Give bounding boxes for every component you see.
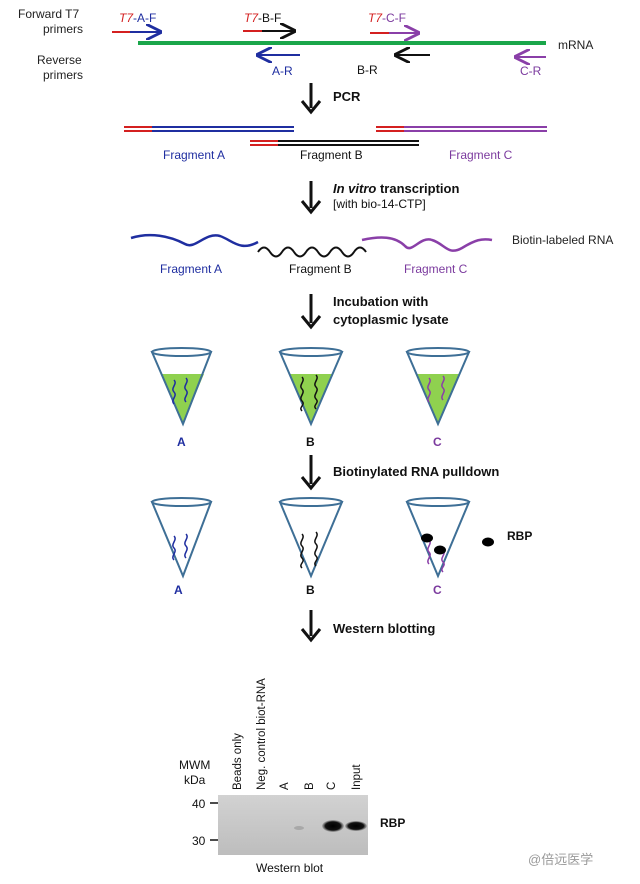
blot-band-input [345,821,367,831]
rbp-legend-label: RBP [507,529,532,543]
primer-a-forward-label: T7-A-F [119,11,156,25]
pulldown-tube-b-label: B [306,583,315,597]
biotin-labeled-rna-label: Biotin-labeled RNA [512,233,613,247]
primer-c-forward-label: T7-C-F [368,11,406,25]
step-arrow-western [300,610,322,643]
pulldown-tube-c [405,497,471,579]
rna-fragment-c-label: Fragment C [404,262,468,276]
step-arrow-pulldown [300,455,322,491]
lysate-tube-b-label: B [306,435,315,449]
step-arrow-pcr [300,83,322,115]
blot-band-label: RBP [380,816,405,830]
pcr-fragment-c-label: Fragment C [449,148,513,162]
mrna-label: mRNA [558,38,593,52]
lysate-tube-c [405,347,471,427]
pcr-fragment-a [124,126,294,132]
pcr-fragment-b-label: Fragment B [300,148,363,162]
pulldown-tube-c-label: C [433,583,442,597]
blot-lane-beads-only: Beads only [232,733,244,790]
reverse-primers-label-2: primers [43,68,83,82]
rbp-legend-dot [482,537,494,547]
blot-lane-b: B [304,782,316,790]
step-incubation-label-2: cytoplasmic lysate [333,312,449,327]
primer-b-forward-label: T7-B-F [244,11,281,25]
step-pulldown-label: Biotinylated RNA pulldown [333,464,499,479]
reverse-primers-label: Reverse [37,53,82,67]
blot-lane-a: A [279,782,291,790]
blot-lane-neg-control: Neg. control biot-RNA [256,678,268,790]
blot-kda-label: kDa [184,773,206,787]
step-incubation-label-1: Incubation with [333,294,428,309]
pcr-fragment-a-label: Fragment A [163,148,225,162]
blot-lane-c: C [326,782,338,790]
primer-b-reverse-label: B-R [357,63,378,77]
forward-primers-label-2: primers [43,22,83,36]
step-western-label: Western blotting [333,621,435,636]
blot-lane-input: Input [351,764,363,790]
rna-fragment-b-label: Fragment B [289,262,352,276]
marker-40-label: 40 [192,797,206,811]
lysate-tube-b [278,347,344,427]
step-arrow-ivt [300,181,322,215]
lysate-tube-c-label: C [433,435,442,449]
blot-mwm-label: MWM [179,758,210,772]
pcr-fragment-b [250,140,419,146]
primer-c-reverse-label: C-R [520,64,542,78]
watermark: @倍远医学 [528,852,593,867]
pulldown-tube-a-label: A [174,583,183,597]
blot-caption: Western blot [256,861,324,875]
rbp-bound-dot-2 [434,545,446,555]
pulldown-tube-a [150,497,213,579]
step-ivt-label: In vitro transcription [333,181,459,196]
primer-a-reverse-label: A-R [272,64,293,78]
rna-fragment-b [257,246,367,258]
step-pcr-label: PCR [333,89,361,104]
marker-30-label: 30 [192,834,206,848]
blot-band-b-faint [294,826,304,830]
step-arrow-incubation [300,294,322,330]
rbp-bound-dot-1 [421,533,433,543]
rna-fragment-a [130,233,259,248]
lysate-tube-a [150,347,213,427]
step-ivt-sublabel: [with bio-14-CTP] [333,197,426,211]
rna-fragment-c [361,236,493,252]
pulldown-tube-b [278,497,344,579]
forward-primers-label: Forward T7 [18,7,79,21]
blot-band-c [322,820,344,832]
lysate-tube-a-label: A [177,435,186,449]
pcr-fragment-c [376,126,547,132]
rna-fragment-a-label: Fragment A [160,262,222,276]
